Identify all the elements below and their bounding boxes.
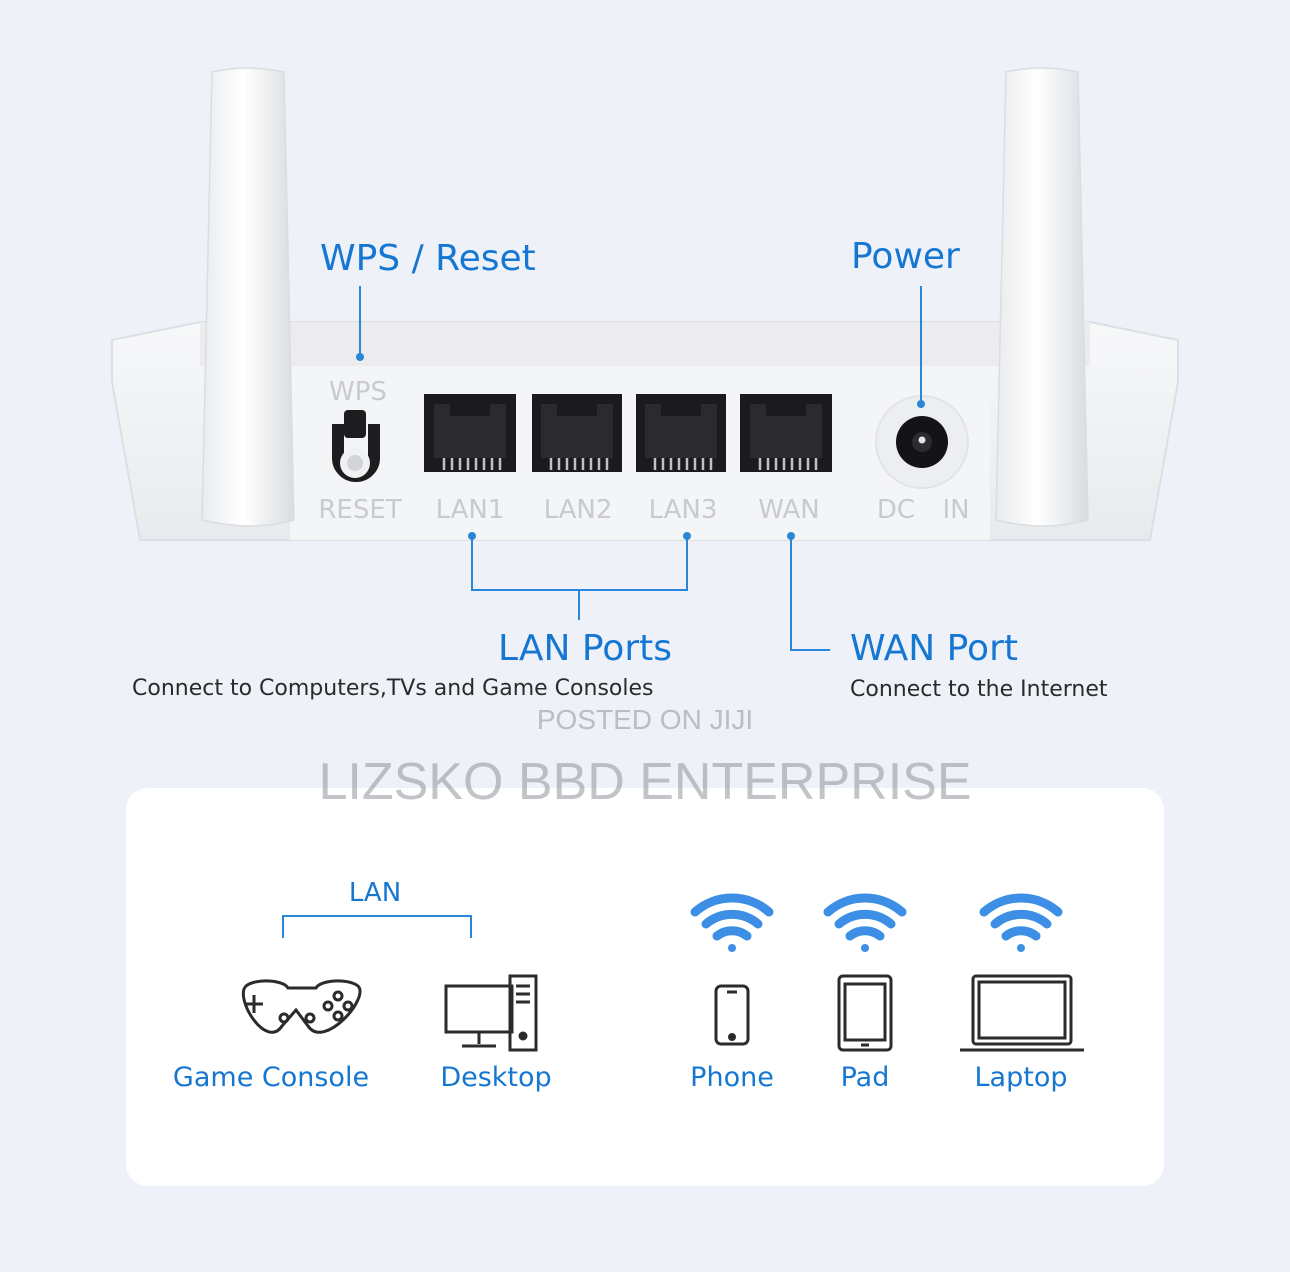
- right-antenna: [995, 67, 1089, 527]
- device-label-phone: Phone: [690, 1062, 774, 1093]
- router-label-lan1: LAN1: [436, 495, 505, 525]
- gamepad-icon: [241, 979, 362, 1034]
- callout-leader-lines: [359, 286, 922, 651]
- connected-devices-panel: LAN Game Console Desktop Phone Pad Lapto…: [126, 788, 1164, 1186]
- wan-port-description: Connect to the Internet: [850, 677, 1108, 702]
- lan1-port: [424, 394, 516, 472]
- seller-watermark: LIZSKO BBD ENTERPRISE: [318, 753, 972, 811]
- wifi-icon: [979, 893, 1063, 952]
- desktop-icon: [444, 974, 538, 1052]
- router-label-reset: RESET: [318, 495, 401, 525]
- dc-power-jack: [875, 395, 969, 489]
- lan2-port: [532, 394, 622, 472]
- lan3-port: [636, 394, 726, 472]
- lan-group-bracket: [282, 915, 472, 938]
- router-label-wps: WPS: [329, 377, 387, 407]
- lan-ports-description: Connect to Computers,TVs and Game Consol…: [132, 676, 654, 701]
- posted-on-watermark: POSTED ON JIJI: [536, 704, 754, 735]
- lan-ports-callout: LAN Ports: [498, 628, 673, 669]
- lan-group-label: LAN: [348, 878, 402, 908]
- wps-reset-callout: WPS / Reset: [320, 238, 536, 279]
- router-label-dc: DC: [877, 495, 915, 525]
- wan-port: [740, 394, 832, 472]
- phone-icon: [714, 984, 750, 1046]
- device-label-desktop: Desktop: [440, 1062, 552, 1093]
- left-antenna: [201, 67, 295, 527]
- callout-dots: [356, 353, 925, 540]
- power-callout: Power: [851, 236, 960, 277]
- router-label-lan2: LAN2: [544, 495, 613, 525]
- wan-leader-line: [790, 536, 830, 651]
- device-label-game-console: Game Console: [172, 1062, 370, 1093]
- wan-port-callout: WAN Port: [850, 628, 1018, 669]
- router-label-lan3: LAN3: [649, 495, 718, 525]
- wifi-icon: [823, 893, 907, 952]
- device-label-pad: Pad: [840, 1062, 890, 1093]
- router-label-in: IN: [942, 495, 969, 525]
- laptop-icon: [960, 974, 1084, 1052]
- tablet-icon: [837, 974, 893, 1052]
- wps-reset-button: [332, 410, 380, 482]
- device-icons: [241, 893, 1084, 1052]
- router-label-wan: WAN: [758, 495, 820, 525]
- device-label-laptop: Laptop: [974, 1062, 1068, 1093]
- lan-bracket-line: [471, 536, 688, 591]
- wifi-icon: [690, 893, 774, 952]
